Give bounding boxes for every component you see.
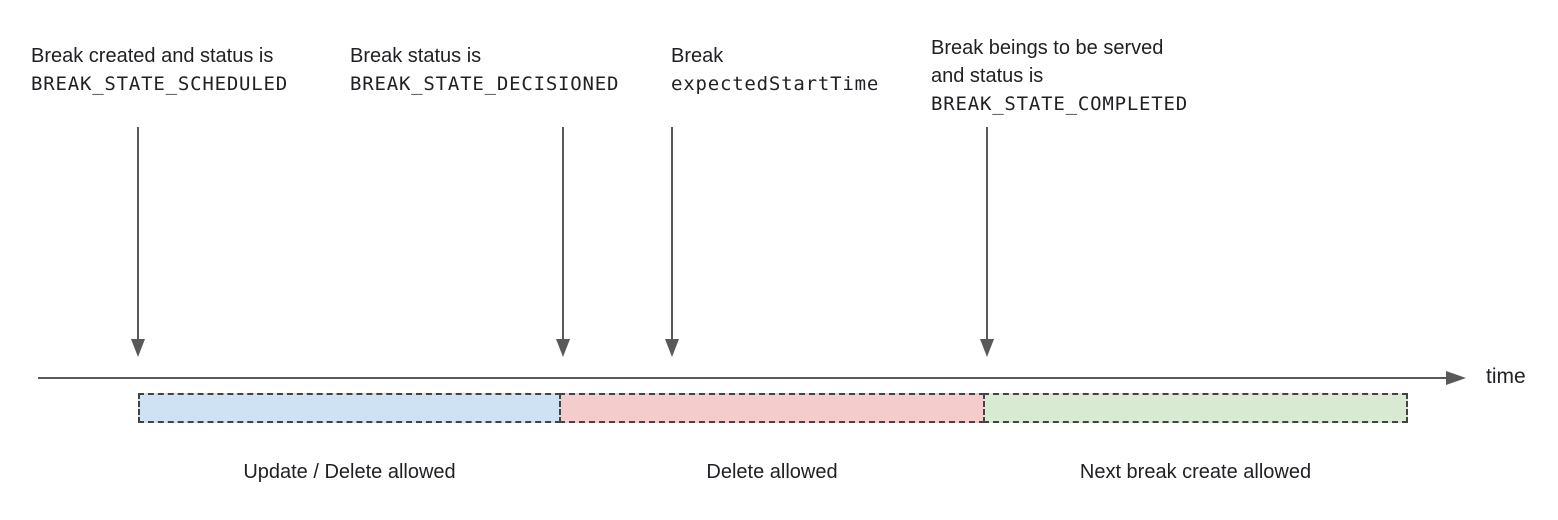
segment-label-update-delete-allowed: Update / Delete allowed	[243, 461, 456, 483]
annotation-break-scheduled-text: Break created and status is	[31, 45, 274, 67]
annotation-break-completed-state: BREAK_STATE_COMPLETED	[931, 93, 1189, 115]
segment-label-delete-allowed: Delete allowed	[706, 461, 838, 483]
down-arrow-icon-scheduled	[131, 127, 145, 357]
annotation-break-decisioned: Break status is BREAK_STATE_DECISIONED	[350, 42, 619, 98]
down-arrow-icon-completed	[980, 127, 994, 357]
annotation-expected-start-time-field: expectedStartTime	[671, 73, 880, 95]
annotation-break-scheduled-state: BREAK_STATE_SCHEDULED	[31, 73, 289, 95]
down-arrow-icon-decisioned	[556, 127, 570, 357]
annotation-break-decisioned-state: BREAK_STATE_DECISIONED	[350, 73, 620, 95]
annotation-expected-start-time: Break expectedStartTime	[671, 42, 879, 98]
annotation-expected-start-time-text: Break	[671, 45, 724, 67]
segment-next-break-create-allowed	[983, 393, 1408, 423]
segment-label-next-break-create-allowed: Next break create allowed	[1079, 461, 1312, 483]
annotation-break-completed-text-2: and status is	[931, 65, 1044, 87]
annotation-break-completed-text-1: Break beings to be served	[931, 37, 1164, 59]
timeline-axis-label: time	[1486, 365, 1526, 388]
timeline-axis	[38, 377, 1448, 379]
down-arrow-icon-expected-start	[665, 127, 679, 357]
timeline-arrowhead-icon	[1446, 371, 1466, 385]
segment-delete-allowed	[559, 393, 985, 423]
segment-update-delete-allowed	[138, 393, 561, 423]
annotation-break-scheduled: Break created and status is BREAK_STATE_…	[31, 42, 288, 98]
annotation-break-decisioned-text: Break status is	[350, 45, 482, 67]
annotation-break-completed: Break beings to be served and status is …	[931, 34, 1188, 118]
